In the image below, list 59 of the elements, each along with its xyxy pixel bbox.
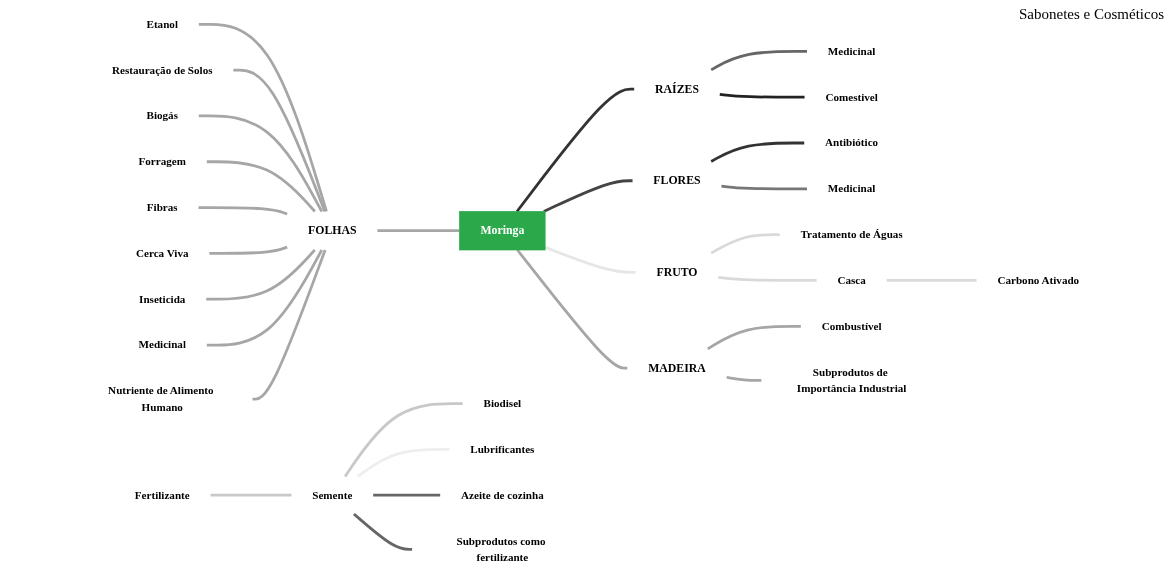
node-text: Biogás [146, 109, 178, 122]
connector [198, 206, 288, 216]
node-text: Subprodutos como fertilizante [456, 534, 546, 564]
node-text: Cerca Viva [135, 247, 189, 259]
connector [515, 87, 635, 213]
node-text: FRUTO [656, 265, 698, 279]
node-text: Biodisel [483, 397, 522, 410]
node-text: Azeite de cozinha [461, 488, 544, 501]
node-text: Medicinal [827, 45, 876, 57]
connector [198, 114, 324, 213]
node-text: MADEIRA [648, 361, 706, 375]
connector [373, 493, 441, 497]
connector [357, 448, 450, 478]
node-text: Fertilizante [134, 488, 190, 501]
connector [353, 512, 413, 551]
node-text: Nutriente de Alimento Humano [108, 384, 214, 414]
node-text: Semente [312, 488, 353, 501]
node-text: Inseticida [139, 292, 186, 305]
connector [233, 68, 327, 212]
node-text: Fibras [146, 201, 178, 214]
node-text: RAÍZES [655, 82, 699, 96]
connector [718, 276, 817, 282]
node-text: Tratamento de Águas [800, 228, 903, 241]
connector [198, 22, 328, 212]
node-text: Comestivel [825, 90, 878, 103]
node-text: Etanol [146, 18, 178, 30]
connector [343, 402, 463, 478]
connector [886, 279, 977, 282]
connector [206, 249, 323, 347]
connector [721, 184, 808, 191]
connector [209, 245, 288, 255]
connector [710, 141, 805, 163]
node-text: Medicinal [138, 338, 187, 351]
node-text: Carbono Ativado [997, 274, 1080, 287]
node-text: FOLHAS [308, 223, 357, 238]
connector [707, 324, 801, 351]
node-text: Antibiótico [825, 136, 879, 149]
node-text: Combustível [821, 320, 882, 332]
connector [719, 92, 805, 99]
connector [206, 160, 316, 213]
node-text: Subprodutos de Importância Industrial [796, 365, 907, 395]
node-text: FLORES [653, 173, 701, 188]
connector [726, 375, 762, 382]
node-box: Moringa [459, 211, 546, 251]
node-text: Lubrificantes [470, 443, 535, 455]
connector [544, 246, 636, 274]
connector [516, 249, 628, 370]
node-text: Casca [837, 274, 866, 287]
node-text: Restauração de Solos [111, 63, 213, 76]
node-text: Forragem [138, 155, 186, 168]
connector [710, 233, 780, 255]
connector [206, 249, 316, 301]
connector [543, 179, 633, 213]
connector [210, 493, 292, 497]
connector [710, 50, 808, 72]
node-text: Medicinal [827, 182, 876, 195]
note-text: Sabonetes e Cosméticos [1019, 6, 1164, 23]
connector [377, 229, 460, 233]
connector [252, 249, 327, 401]
